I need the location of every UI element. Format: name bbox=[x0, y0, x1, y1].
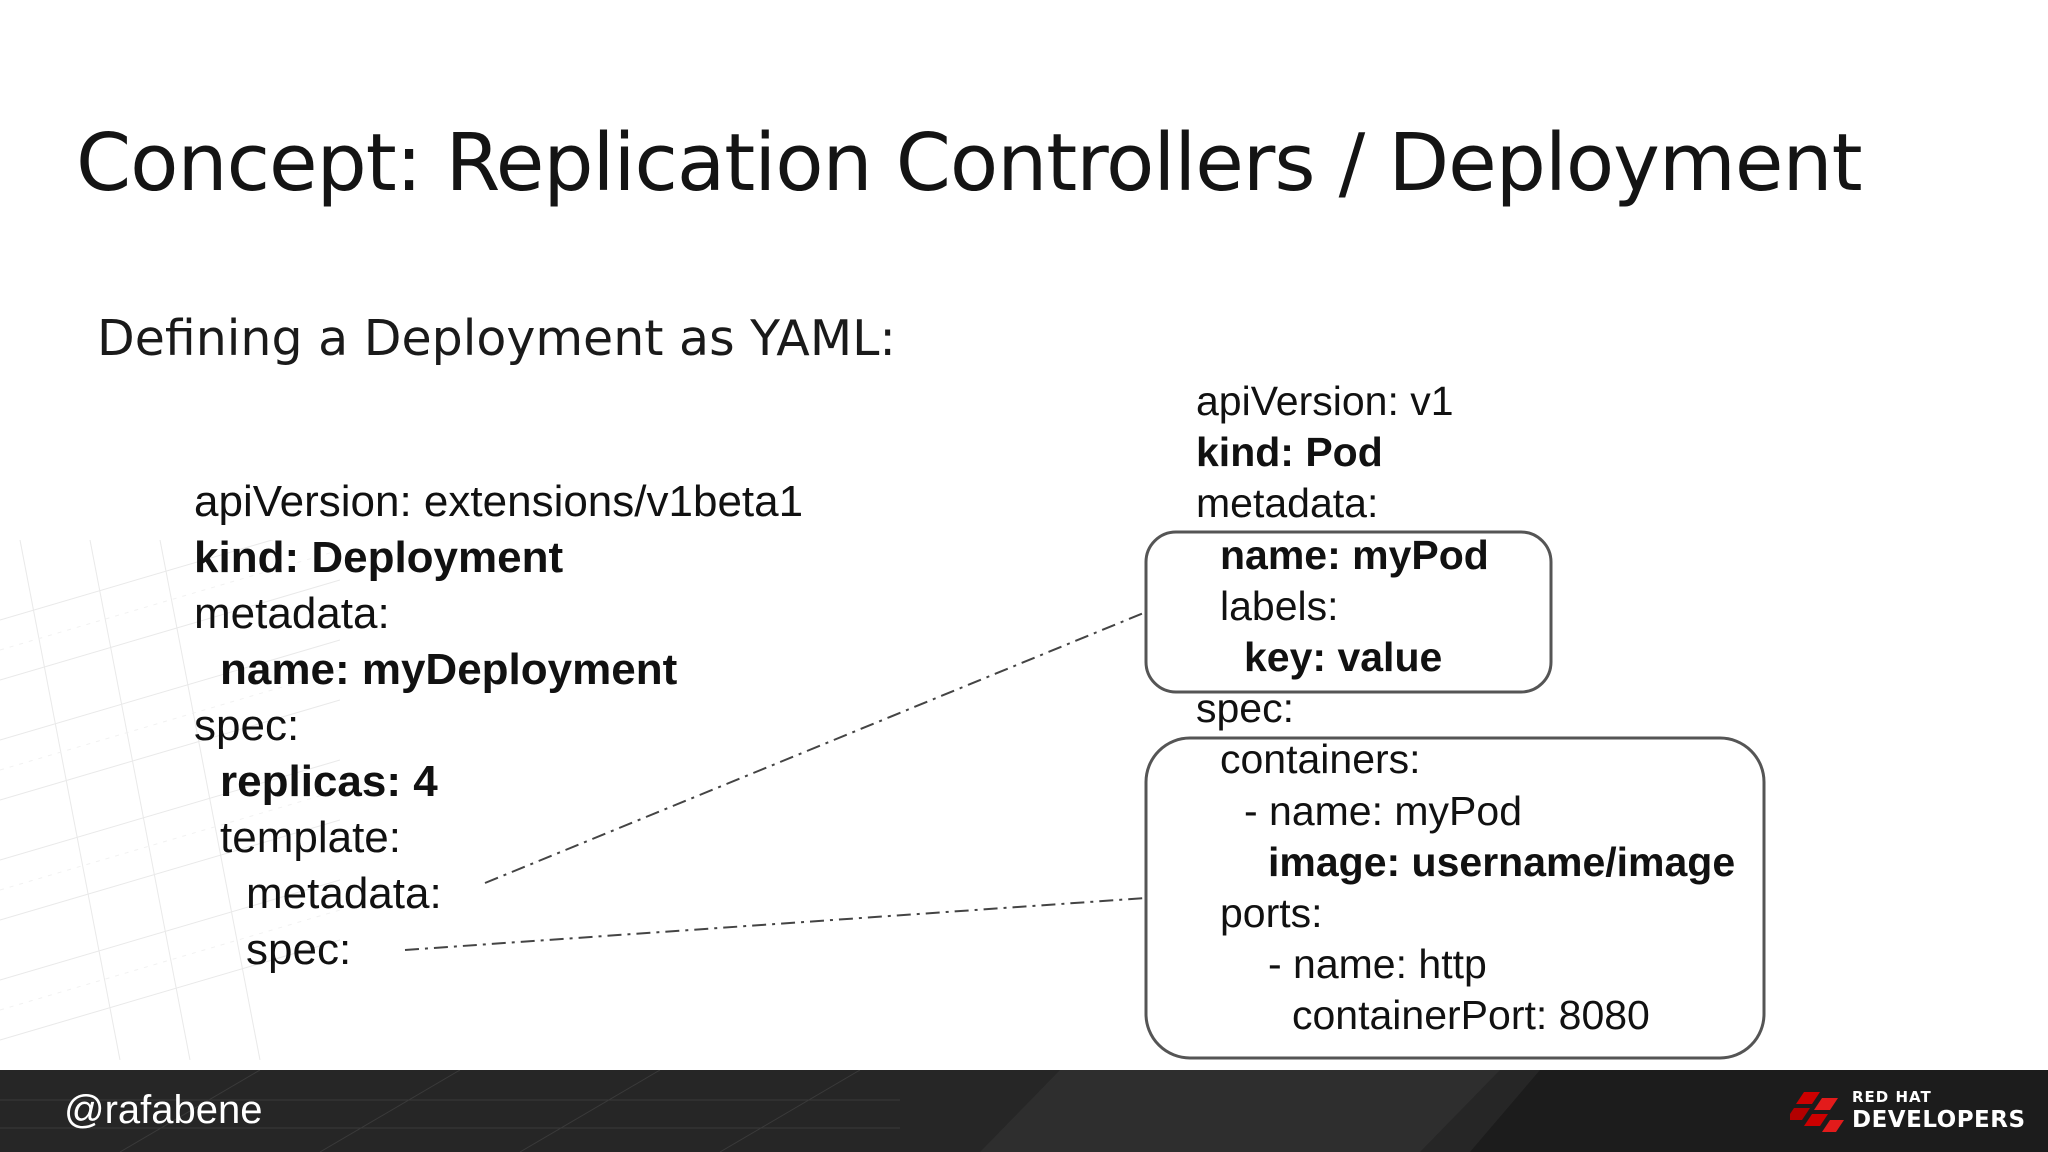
brand-line-developers: DEVELOPERS bbox=[1852, 1107, 2026, 1133]
yaml-line: image: username/image bbox=[1268, 838, 1736, 885]
twitter-handle: @rafabene bbox=[64, 1088, 263, 1132]
slide-title: Concept: Replication Controllers / Deplo… bbox=[76, 117, 1863, 209]
yaml-line: name: myPod bbox=[1220, 531, 1489, 578]
yaml-line: metadata: bbox=[1196, 480, 1379, 527]
yaml-line: apiVersion: extensions/v1beta1 bbox=[194, 477, 804, 526]
yaml-line: spec: bbox=[246, 925, 352, 974]
yaml-line: name: myDeployment bbox=[220, 645, 678, 694]
brand-line-redhat: RED HAT bbox=[1852, 1088, 1932, 1106]
yaml-line: spec: bbox=[194, 701, 300, 750]
yaml-line: metadata: bbox=[246, 869, 442, 918]
deployment-yaml: apiVersion: extensions/v1beta1 kind: Depl… bbox=[194, 474, 803, 978]
footer-pattern bbox=[0, 1070, 2048, 1152]
yaml-line: apiVersion: v1 bbox=[1196, 378, 1454, 424]
redhat-logo-icon bbox=[1790, 1092, 1844, 1132]
yaml-line: containerPort: 8080 bbox=[1292, 992, 1650, 1039]
yaml-line: key: value bbox=[1244, 633, 1443, 680]
yaml-line: - name: myPod bbox=[1244, 787, 1522, 834]
footer-bar: @rafabene RED HAT DEVELOPERS bbox=[0, 1070, 2048, 1152]
yaml-line: kind: Deployment bbox=[194, 533, 564, 582]
yaml-line: labels: bbox=[1220, 582, 1339, 629]
yaml-line: ports: bbox=[1220, 889, 1323, 936]
yaml-line: replicas: 4 bbox=[220, 757, 438, 806]
yaml-line: containers: bbox=[1220, 736, 1421, 783]
yaml-line: metadata: bbox=[194, 589, 390, 638]
yaml-line: kind: Pod bbox=[1196, 429, 1383, 476]
yaml-line: - name: http bbox=[1268, 941, 1487, 988]
yaml-line: template: bbox=[220, 813, 401, 862]
redhat-developers-logo: RED HAT DEVELOPERS bbox=[1790, 1084, 2030, 1140]
slide-subtitle: Defining a Deployment as YAML: bbox=[97, 310, 896, 367]
yaml-line: spec: bbox=[1196, 685, 1294, 732]
